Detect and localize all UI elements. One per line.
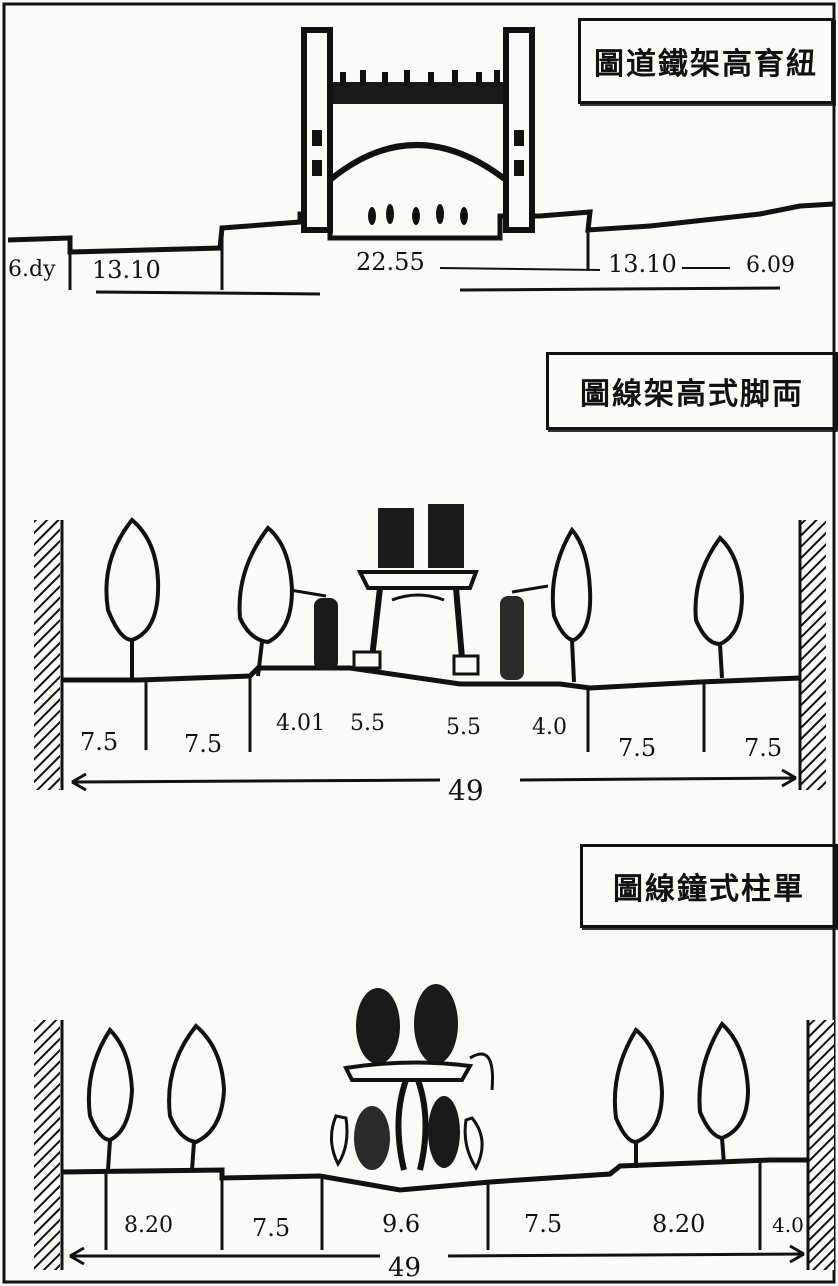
title-middle: 圖線架高式脚両: [580, 377, 804, 412]
bottom-label-e: 8.20: [652, 1210, 705, 1238]
tree: [612, 1026, 665, 1168]
title-box-top: 圖道鐵架高育紐: [578, 18, 834, 104]
right-wall: [800, 520, 826, 790]
middle-section: 7.5 7.5 4.01 5.5 5.5 4.0 7.5 7.5 49: [34, 504, 826, 807]
middle-label-b: 7.5: [184, 730, 222, 758]
top-label-left-span: 13.10: [92, 256, 161, 284]
left-wall: [34, 1020, 60, 1270]
top-section: 6.dy 13.10 22.55 13.10 6.09: [7, 27, 835, 296]
single-column-structure: [330, 984, 495, 1172]
middle-label-d: 5.5: [350, 711, 385, 736]
title-box-bottom: 圖線鐘式柱單: [580, 844, 838, 928]
top-label-center-span: 22.55: [356, 248, 425, 276]
elevated-railway-structure: [301, 27, 535, 233]
tree: [104, 517, 161, 680]
tree: [693, 535, 745, 679]
bottom-label-b: 7.5: [252, 1214, 290, 1242]
tree: [237, 525, 295, 677]
middle-label-a: 7.5: [80, 728, 118, 756]
tree: [550, 526, 593, 683]
middle-ground: [62, 665, 801, 691]
middle-label-e: 5.5: [446, 715, 481, 740]
tree: [697, 1020, 751, 1165]
bottom-section: 8.20 7.5 9.6 7.5 8.20 4.0 49: [34, 984, 834, 1283]
bottom-ground: [61, 1157, 808, 1193]
bottom-label-d: 7.5: [524, 1210, 562, 1238]
middle-label-c: 4.01: [276, 711, 325, 736]
middle-label-g: 7.5: [618, 734, 656, 762]
street-profile: [7, 201, 835, 255]
top-label-left-edge: 6.dy: [8, 257, 56, 282]
bottom-label-f: 4.0: [772, 1213, 804, 1237]
top-label-right-span: 13.10: [608, 250, 677, 278]
bottom-label-a: 8.20: [124, 1213, 173, 1238]
left-wall: [34, 520, 60, 790]
middle-label-total: 49: [448, 774, 484, 807]
middle-label-f: 4.0: [532, 715, 567, 740]
two-leg-elevated-structure: [289, 504, 549, 680]
tree: [86, 1026, 135, 1171]
title-box-middle: 圖線架高式脚両: [546, 352, 838, 430]
top-label-right-edge: 6.09: [746, 253, 795, 278]
middle-label-h: 7.5: [744, 734, 782, 762]
right-wall: [808, 1020, 834, 1270]
tree: [167, 1023, 227, 1171]
title-top: 圖道鐵架高育紐: [594, 47, 818, 82]
bottom-label-total: 49: [388, 1253, 421, 1283]
bottom-label-c: 9.6: [382, 1210, 420, 1238]
title-bottom: 圖線鐘式柱單: [613, 872, 805, 907]
